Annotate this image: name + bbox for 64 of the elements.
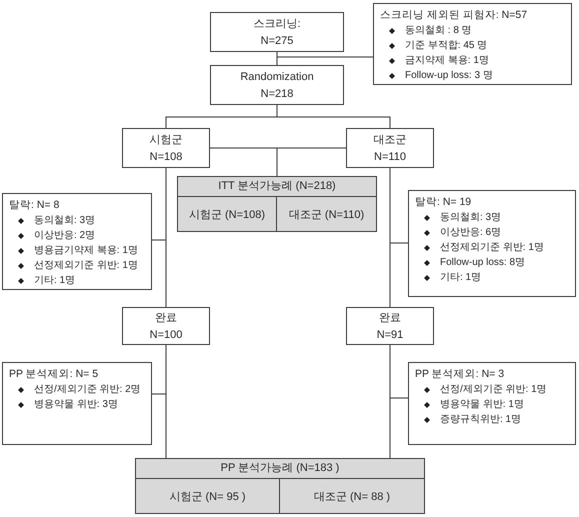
list-item: 선정/제외기준 위반: 1명 xyxy=(440,383,547,397)
note-box xyxy=(373,3,572,85)
box-text: N=110 xyxy=(374,150,406,164)
box-text: 완료 xyxy=(379,310,401,324)
list-item: 병용약물 위반: 3명 xyxy=(34,398,118,412)
note-heading: 탈락: N= 8 xyxy=(9,198,60,213)
summary-panel xyxy=(177,176,377,232)
box-text: N=100 xyxy=(150,328,182,342)
cell-text: 대조군 (N= 88 ) xyxy=(314,490,390,504)
group-cell xyxy=(178,196,277,231)
list-item: 증량규칙위반: 1명 xyxy=(440,413,522,427)
list-item: 동의철회: 3명 xyxy=(34,214,96,228)
list-item: 이상반응: 2명 xyxy=(34,229,96,243)
box-text: N=91 xyxy=(376,328,404,342)
group-cell xyxy=(136,478,280,513)
note-box xyxy=(408,362,576,445)
process-box xyxy=(210,12,344,52)
list-item: 선정/제외기준 위반: 2명 xyxy=(34,383,141,397)
connector-line xyxy=(390,168,408,244)
list-item: Follow-up loss: 8명 xyxy=(440,256,526,270)
box-text: N=218 xyxy=(260,86,294,100)
connector-line xyxy=(152,344,166,394)
connector-line xyxy=(390,344,408,398)
box-text: 대조군 xyxy=(374,132,406,146)
cell-text: 시험군 (N= 95 ) xyxy=(169,490,246,504)
list-item: 동의철회 : 8 명 xyxy=(405,24,472,38)
panel-heading: ITT 분석가능례 (N=218) xyxy=(217,179,337,194)
list-item: Follow-up loss: 3 명 xyxy=(405,69,493,83)
note-box xyxy=(2,362,152,445)
list-item: 선정제외기준 위반: 1명 xyxy=(34,259,138,273)
list-item: 동의철회: 3명 xyxy=(440,211,502,225)
connector-line xyxy=(276,52,374,58)
list-item: 금지약제 복용: 1명 xyxy=(405,54,489,68)
process-box xyxy=(210,65,344,105)
connector-line xyxy=(276,148,346,176)
summary-panel xyxy=(135,458,425,514)
cell-text: 시험군 (N=108) xyxy=(188,208,266,222)
box-text: N=108 xyxy=(150,150,182,164)
panel-heading: PP 분석가능례 (N=183 ) xyxy=(220,461,340,476)
list-item: 기타: 1명 xyxy=(34,274,76,288)
list-item: 선정제외기준 위반: 1명 xyxy=(440,241,544,255)
list-item: 병용약물 위반: 1명 xyxy=(440,398,524,412)
note-box xyxy=(2,193,152,290)
process-box xyxy=(122,128,210,168)
box-text: N=275 xyxy=(260,34,294,48)
list-item: 이상반응: 6명 xyxy=(440,226,502,240)
list-item: 병용금기약제 복용: 1명 xyxy=(34,244,138,258)
process-box xyxy=(122,307,210,345)
note-heading: PP 분석제외: N= 5 xyxy=(9,367,98,382)
box-text: 시험군 xyxy=(150,132,182,146)
note-heading: PP 분석제외: N= 3 xyxy=(415,367,504,382)
connector-line xyxy=(152,168,166,240)
process-box xyxy=(346,307,434,345)
note-box xyxy=(408,190,576,297)
box-text: 완료 xyxy=(155,310,177,324)
note-heading: 스크리닝 제외된 피험자: N=57 xyxy=(380,8,528,23)
process-box xyxy=(346,128,434,168)
connector-line xyxy=(276,104,390,128)
note-heading: 탈락: N= 19 xyxy=(415,195,472,210)
list-item: 기준 부적합: 45 명 xyxy=(405,39,488,53)
cell-text: 대조군 (N=110) xyxy=(288,208,364,222)
box-text: 스크리닝: xyxy=(253,16,301,30)
box-text: Randomization xyxy=(240,70,314,84)
list-item: 기타: 1명 xyxy=(440,271,482,285)
